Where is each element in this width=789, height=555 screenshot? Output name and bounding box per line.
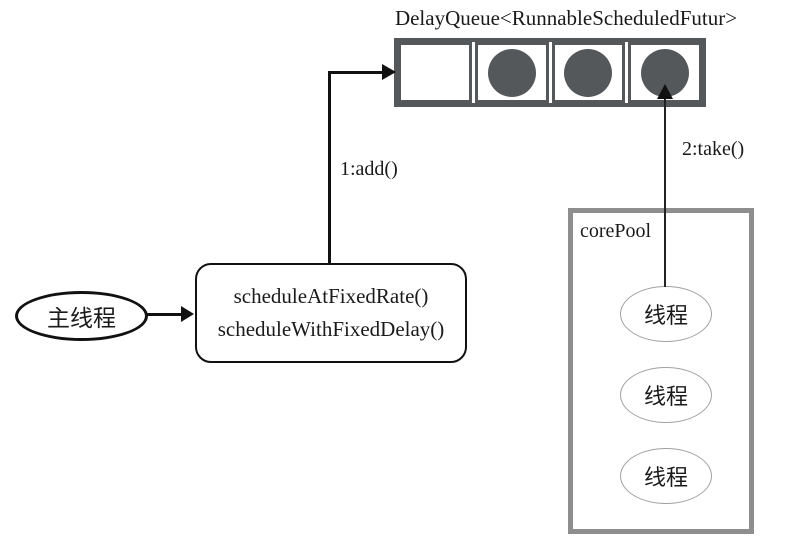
queue-cell <box>474 42 549 103</box>
take-arrow-label: 2:take() <box>682 138 745 160</box>
core-pool-box: corePool 线程线程线程 <box>568 208 754 534</box>
take-arrow-line <box>664 96 666 287</box>
queued-task-circle <box>487 48 536 97</box>
thread-ellipse: 线程 <box>620 286 712 342</box>
main-thread-arrow-line <box>146 313 184 316</box>
add-arrow-label: 1:add() <box>340 158 398 180</box>
delay-queue <box>394 38 706 107</box>
add-arrow-line-horizontal <box>328 71 384 74</box>
scheduler-method-line1: scheduleAtFixedRate() <box>233 284 429 308</box>
add-arrowhead-icon <box>382 64 396 80</box>
main-thread-ellipse: 主线程 <box>15 291 148 341</box>
thread-ellipse: 线程 <box>620 448 712 504</box>
queued-task-circle <box>564 48 613 97</box>
core-pool-threads: 线程线程线程 <box>620 286 712 504</box>
core-pool-label: corePool <box>580 220 652 242</box>
take-arrowhead-icon <box>657 84 673 99</box>
main-thread-arrowhead-icon <box>181 306 194 322</box>
add-arrow-line-vertical <box>328 71 331 263</box>
scheduler-methods-box: scheduleAtFixedRate() scheduleWithFixedD… <box>195 263 467 363</box>
queue-cell <box>398 42 472 103</box>
thread-ellipse: 线程 <box>620 367 712 423</box>
queue-cell <box>551 42 626 103</box>
delay-queue-title: DelayQueue<RunnableScheduledFutur> <box>394 6 738 30</box>
scheduler-method-line2: scheduleWithFixedDelay() <box>217 317 445 341</box>
